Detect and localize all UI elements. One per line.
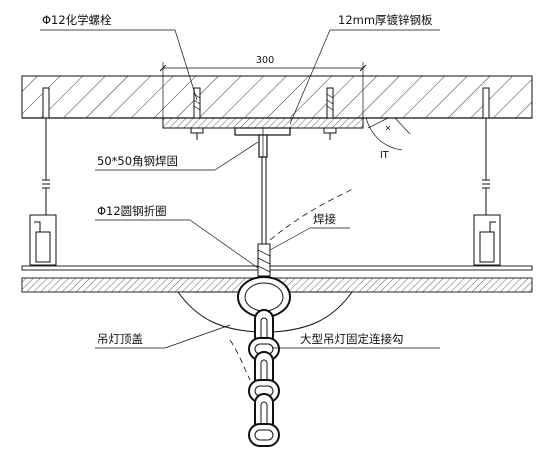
chain [248,309,280,447]
ceiling-boards [21,265,533,293]
label-chem-bolt: Φ12化学螺栓 [42,13,112,27]
chemical-bolts [190,87,337,140]
concrete-slab [21,75,533,119]
dimension-label: 300 [256,55,274,66]
dimension-300: 300 [159,55,367,118]
label-round-bar: Φ12圆钢折圈 [97,204,167,218]
swing-path [229,187,356,381]
round-bar [257,157,271,277]
light-icon: IT [365,117,411,161]
light-icon-text: IT [380,150,389,161]
right-hanger [473,87,501,266]
label-weld: 焊接 [313,212,336,226]
label-angle-weld: 50*50角钢焊固 [97,154,178,168]
leader-lines [40,29,440,349]
left-hanger [29,87,57,266]
galvanized-steel-plate [162,117,364,129]
angle-steel-bracket [234,127,291,158]
label-steel-plate: 12mm厚镀锌钢板 [338,13,433,27]
label-cap: 吊灯顶盖 [97,332,143,346]
label-hook: 大型吊灯固定连接勾 [300,332,404,346]
